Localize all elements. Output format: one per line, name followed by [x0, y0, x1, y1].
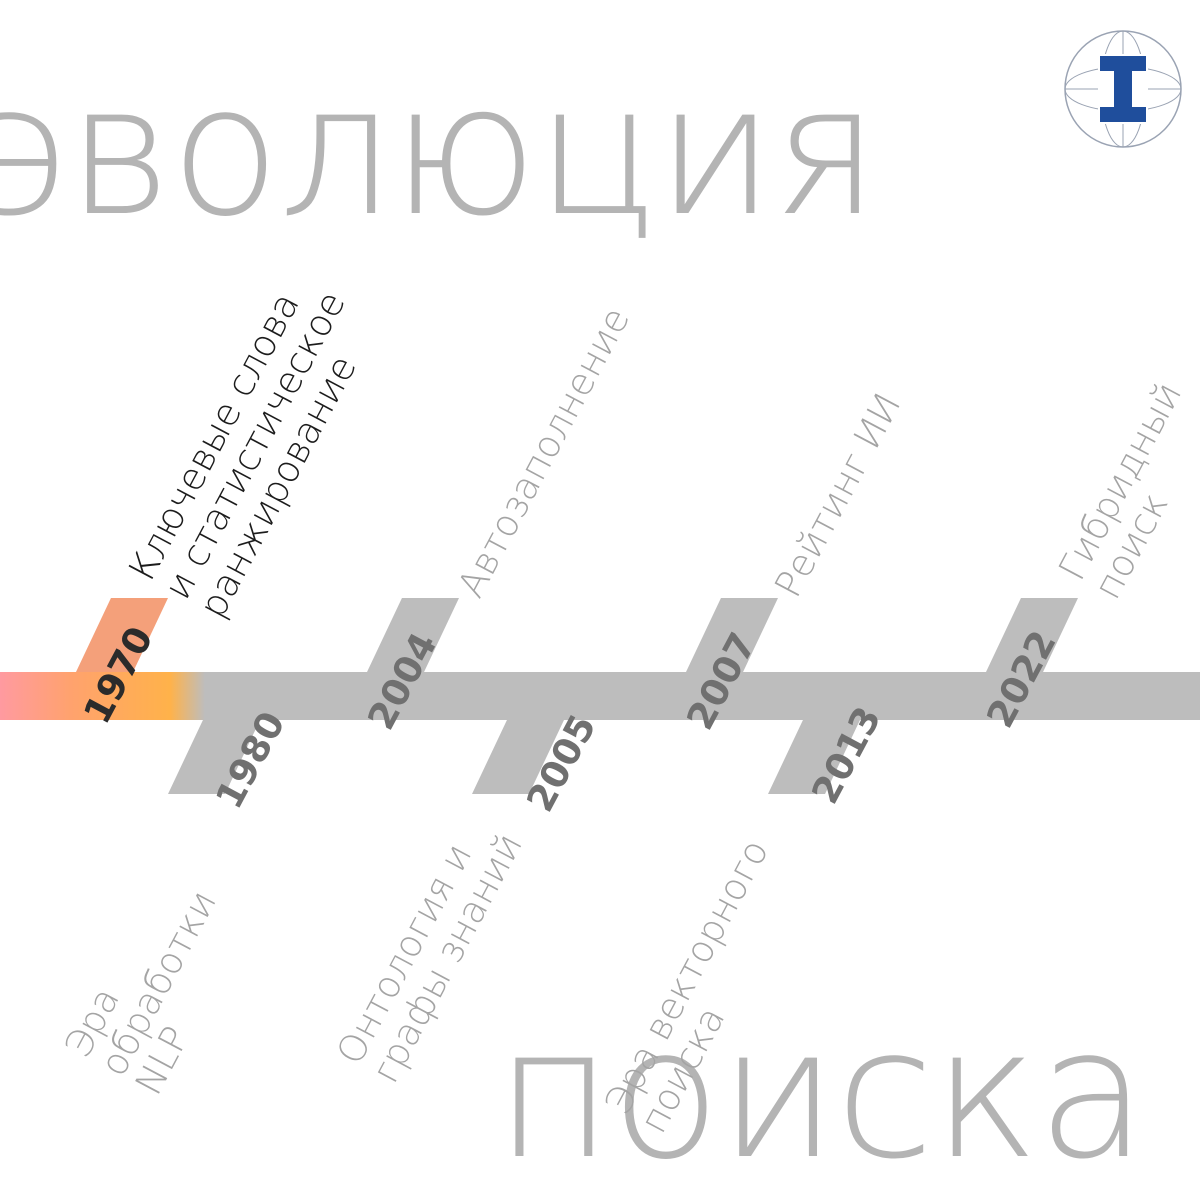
globe-h-logo-icon [1064, 30, 1182, 148]
title-top: эволюция [0, 47, 879, 256]
event-label: Ключевые слова и статистическое ранжиров… [120, 266, 388, 624]
event-label: Рейтинг ИИ [766, 386, 910, 605]
event-label: Гибридный поиск [1050, 375, 1200, 606]
event-label-line: Рейтинг ИИ [766, 386, 910, 605]
event-label-line: Автозаполнение [449, 300, 639, 605]
event-label: Эра обработки NLP [56, 865, 259, 1102]
event-label: Автозаполнение [449, 300, 639, 605]
timeline-bar [0, 672, 1200, 720]
title-bottom: поиска [495, 990, 1148, 1199]
